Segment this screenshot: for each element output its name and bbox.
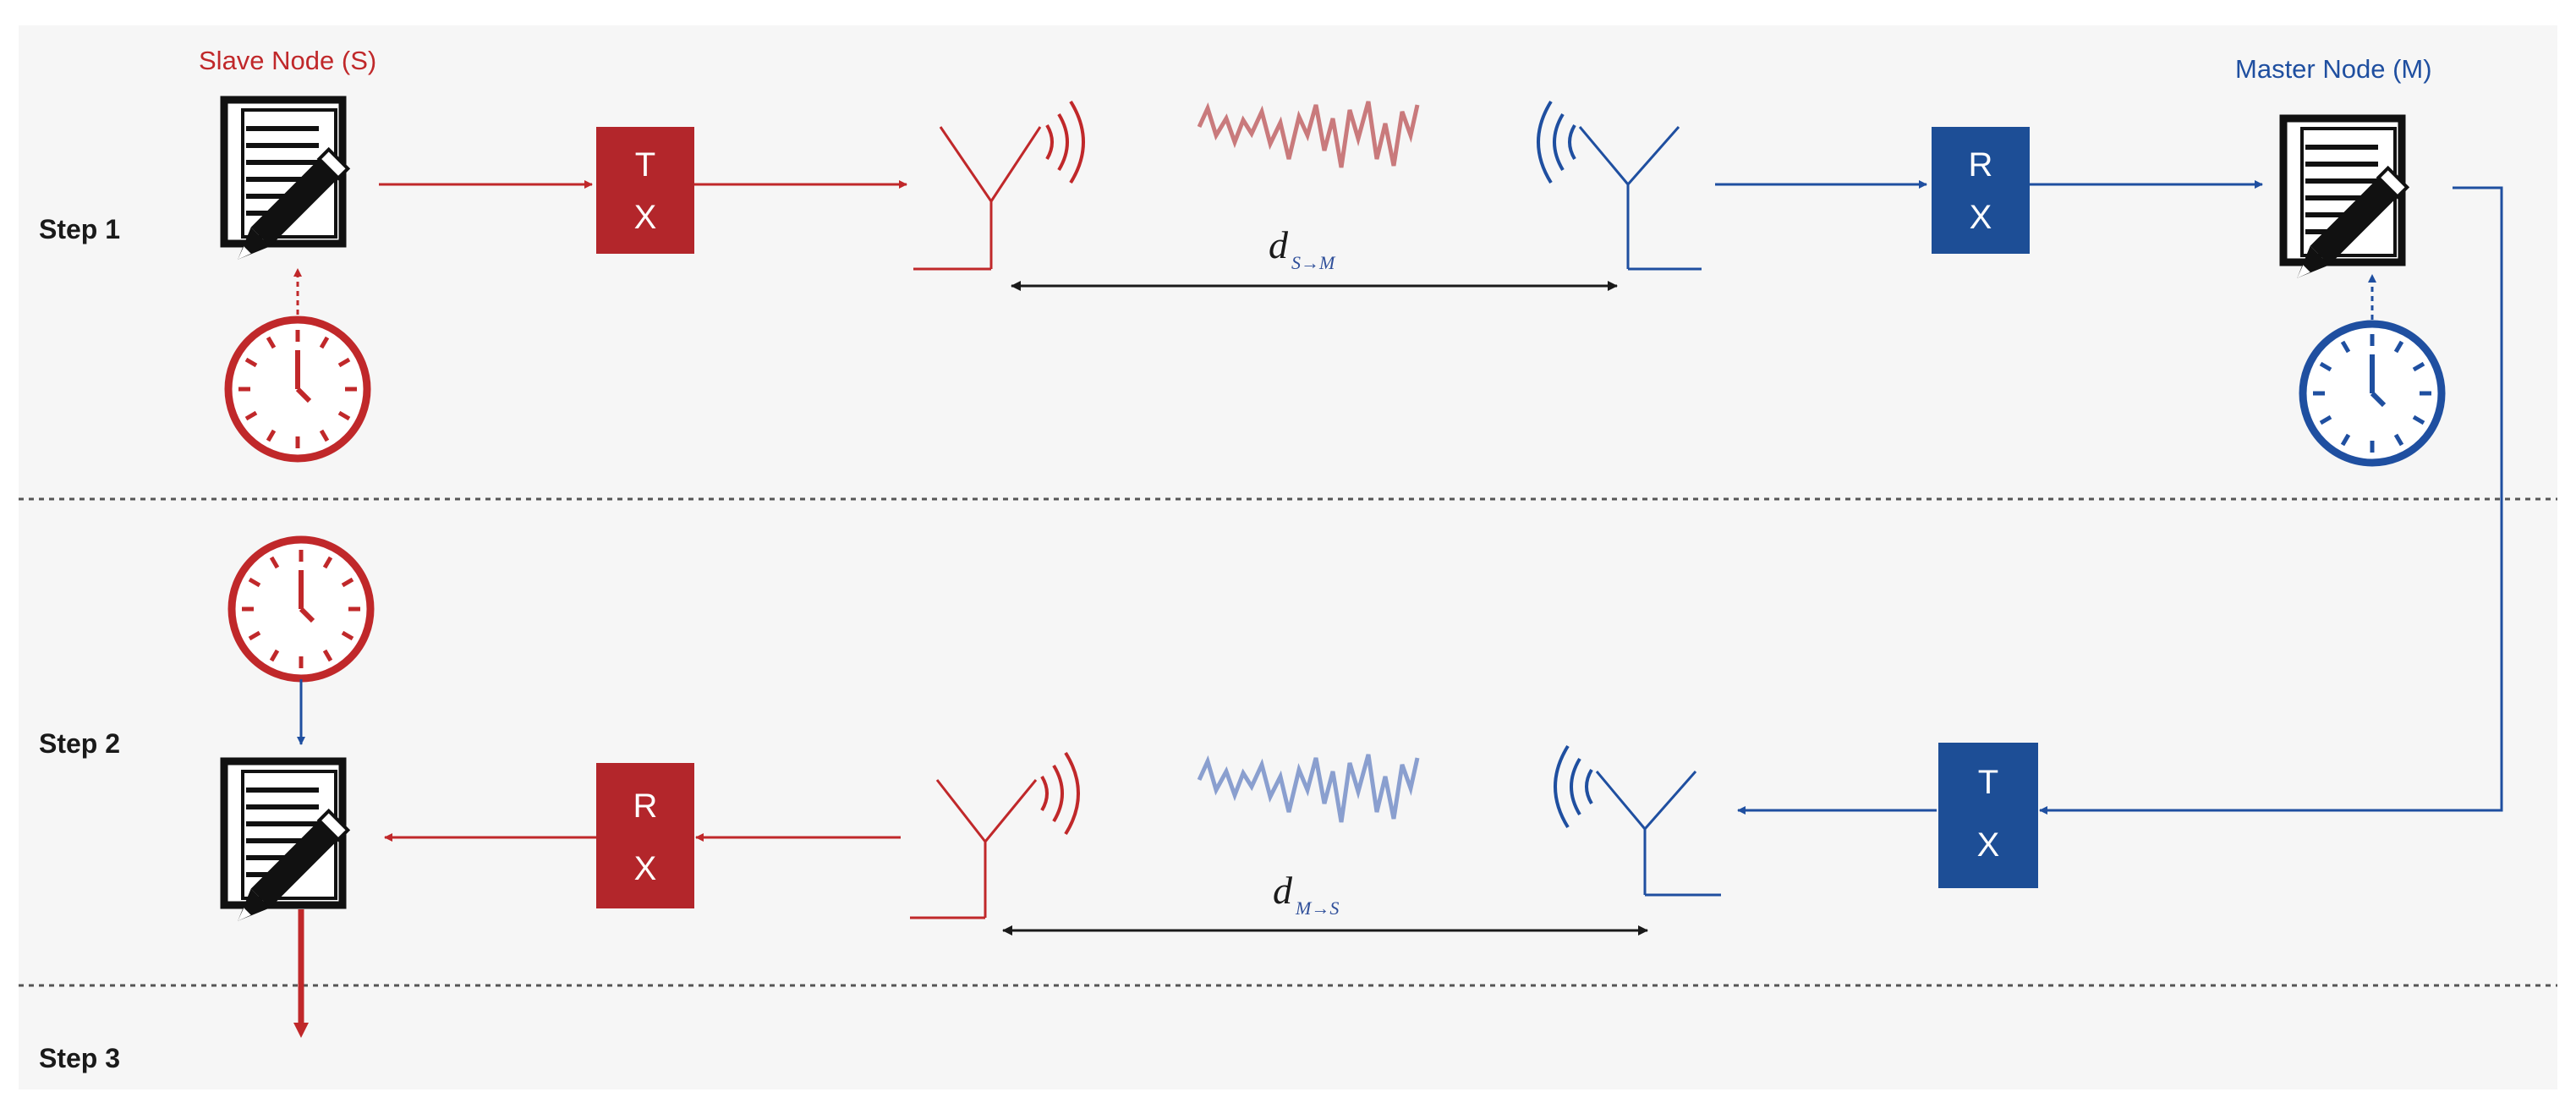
distance-s-to-m-sub: S→M	[1291, 252, 1336, 273]
step2-slave-clock-icon	[232, 540, 370, 678]
step2-slave-document-pencil-icon	[224, 761, 348, 930]
step2-rx-line2: X	[634, 850, 657, 887]
step1-rx-line2: X	[1970, 199, 1992, 236]
slave-node-title: Slave Node (S)	[199, 46, 376, 75]
step1-tx-line1: T	[635, 146, 655, 184]
slave-clock-icon	[228, 320, 367, 458]
step1-rx-block: R X	[1932, 127, 2030, 254]
master-loop-connector	[2039, 186, 2503, 815]
master-node-title: Master Node (M)	[2235, 54, 2432, 84]
distance-s-to-m-base: d	[1269, 223, 1289, 266]
master-clock-icon	[2303, 324, 2442, 463]
step1-master-antenna-icon	[1578, 126, 1702, 271]
step1-master-signal-waves-icon	[1537, 100, 1576, 184]
step2-master-signal-waves-icon	[1554, 744, 1593, 829]
step1-rx-line1: R	[1969, 146, 1993, 184]
step1-slave-antenna-icon	[913, 126, 1042, 271]
diagram-background	[19, 25, 2557, 1089]
step2-rx-line1: R	[633, 787, 658, 825]
step2-tx-block: T X	[1938, 743, 2038, 888]
step2-slave-signal-waves-icon	[1040, 751, 1080, 836]
step1-slave-signal-waves-icon	[1045, 100, 1085, 184]
step1-waveform-icon	[1197, 101, 1420, 168]
step2-waveform-icon	[1197, 754, 1420, 823]
step-1-label: Step 1	[39, 214, 120, 244]
step2-master-antenna-icon	[1595, 771, 1721, 897]
step1-tx-block: T X	[596, 127, 694, 254]
step-2-label: Step 2	[39, 728, 120, 759]
step1-tx-line2: X	[634, 199, 657, 236]
step2-slave-antenna-icon	[910, 779, 1038, 919]
step2-tx-line2: X	[1977, 826, 2000, 864]
master-document-pencil-icon	[2283, 118, 2407, 288]
distance-m-to-s-base: d	[1273, 869, 1293, 912]
step-3-label: Step 3	[39, 1043, 120, 1073]
step2-tx-line1: T	[1978, 764, 1998, 801]
slave-document-pencil-icon	[224, 100, 348, 269]
distance-m-to-s-sub: M→S	[1295, 897, 1339, 919]
step2-rx-block: R X	[596, 763, 694, 908]
